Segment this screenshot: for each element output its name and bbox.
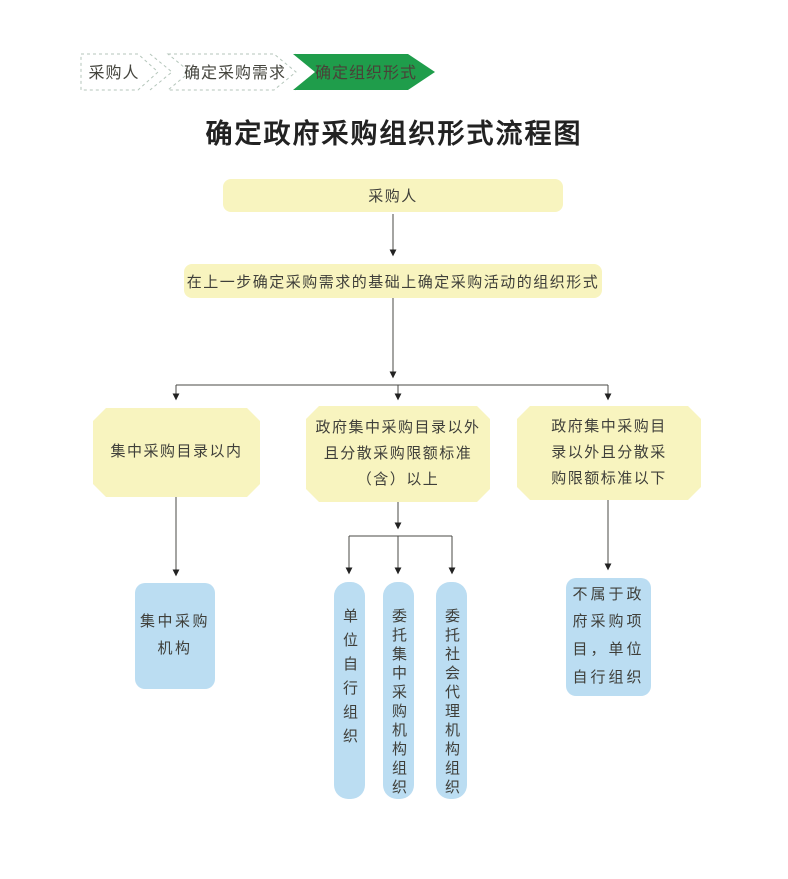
cond-line: （含）以上: [356, 472, 440, 489]
step-label-determine-needs: 确定采购需求: [184, 64, 286, 82]
cond-line: 政府集中采购目录以外: [315, 419, 481, 436]
cond-line: 政府集中采购目: [551, 418, 667, 435]
result-line: 目，单位: [572, 642, 645, 658]
step-label-purchaser: 采购人: [88, 64, 139, 82]
node-cond-outside-catalog-below-limit: 政府集中采购目 录以外且分散采 购限额标准以下: [517, 406, 701, 500]
result-line: 府采购项: [572, 614, 645, 631]
cond-line: 购限额标准以下: [551, 471, 667, 488]
step-chip-determine-org-form: [293, 54, 435, 90]
step-label-determine-org-form: 确定组织形式: [315, 64, 417, 82]
node-result-central-agency: 集中采购 机构: [135, 583, 215, 689]
node-cond-outside-catalog-above-limit: 政府集中采购目录以外 且分散采购限额标准 （含）以上: [306, 406, 490, 502]
step-chip-determine-needs: [166, 53, 297, 91]
cond-line: 且分散采购限额标准: [323, 445, 473, 462]
node-purchaser: 采购人: [223, 179, 563, 212]
node-option-entrust-social-agency: 委托社会代理机构组织: [436, 582, 467, 799]
node-cond-within-catalog: 集中采购目录以内: [93, 408, 260, 497]
node-result-not-gov-procurement: 不属于政 府采购项 目，单位 自行组织: [566, 578, 651, 696]
node-determine-org-form: 在上一步确定采购需求的基础上确定采购活动的组织形式: [184, 264, 602, 298]
step-chip-purchaser: [80, 53, 159, 91]
result-line: 自行组织: [572, 669, 645, 686]
result-line: 机构: [157, 641, 193, 657]
cond-line: 集中采购目录以内: [110, 444, 243, 461]
node-option-self-organize: 单位自行组织: [334, 582, 365, 799]
result-line: 集中采购: [139, 614, 210, 630]
step-indicator: 采购人 确定采购需求 确定组织形式: [80, 53, 435, 91]
node-option-entrust-central-agency: 委托集中采购机构组织: [383, 582, 414, 799]
cond-line: 录以外且分散采: [551, 444, 667, 461]
page-title: 确定政府采购组织形式流程图: [205, 119, 583, 149]
result-line: 不属于政: [572, 586, 645, 603]
